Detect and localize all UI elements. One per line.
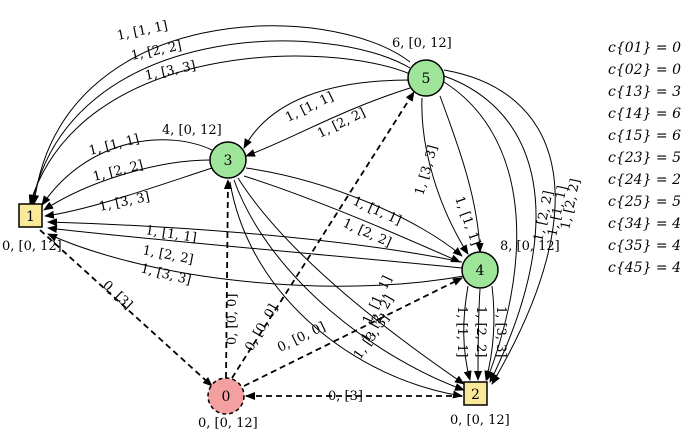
cost-item: c{01} = 0 (608, 40, 681, 56)
cost-item: c{02} = 0 (608, 62, 681, 78)
cost-item: c{14} = 6 (608, 106, 681, 122)
edge-4-1-b (47, 225, 463, 269)
node-5-shape (407, 59, 445, 97)
node-1-label: 1 (26, 209, 35, 225)
node-5-info: 6, [0, 12] (392, 36, 452, 51)
edge-5-2-b (443, 75, 537, 383)
edge-3-1-c (44, 167, 213, 219)
node-0-label: 0 (222, 389, 231, 405)
node-3-info: 4, [0, 12] (162, 123, 222, 138)
edge-1-0 (39, 229, 213, 387)
node-5-label: 5 (422, 71, 431, 87)
edge-3-2-c (229, 181, 463, 399)
edge-label: 1, [2, 2] (315, 106, 368, 142)
edges-5-2 (443, 69, 556, 385)
node-4-label: 4 (476, 263, 485, 279)
edge-label: 1, [1, 1] (454, 306, 469, 358)
edge-5-2-a (443, 69, 556, 385)
edge-5-3-b (245, 87, 411, 157)
edge-3-2-b (233, 179, 465, 391)
node-1-info: 0, [0, 12] (2, 239, 62, 254)
node-4: 4 8, [0, 12] (461, 239, 560, 289)
edges-dashed (39, 91, 463, 400)
edge-label: 1, [2, 2] (473, 306, 488, 358)
cost-list: c{01} = 0 c{02} = 0 c{13} = 3 c{14} = 6 … (608, 40, 681, 276)
edges-5-4 (421, 95, 484, 255)
edges-4-2 (463, 285, 495, 381)
edge-3-2-a (237, 177, 465, 385)
node-3-label: 3 (224, 153, 233, 169)
edge-label: 1, [1, 1] (144, 223, 197, 246)
edge-label: 1, [3, 3] (98, 190, 151, 215)
edge-4-2-c (484, 285, 495, 381)
node-2-info: 0, [0, 12] (450, 413, 510, 428)
cost-item: c{35} = 4 (608, 238, 681, 254)
node-2-label: 2 (471, 387, 480, 403)
edges-5-3 (243, 79, 411, 157)
edges-4-1 (47, 218, 465, 287)
node-3: 3 4, [0, 12] (162, 123, 247, 179)
edge-label: 1, [1, 1] (451, 194, 483, 248)
cost-item: c{15} = 6 (608, 128, 681, 144)
edge-labels: 1, [1, 1] 1, [2, 2] 1, [3, 3] 1, [1, 1] … (87, 19, 583, 404)
edges-3-1 (41, 139, 213, 219)
node-0: 0 0, [0, 12] (198, 377, 258, 431)
edge-0-3 (223, 179, 232, 379)
edge-3-4-a (245, 167, 463, 257)
edge-label: 0, [0, 0] (225, 294, 240, 346)
edge-label: 1, [1, 1] (116, 19, 169, 44)
edge-5-4-a (421, 97, 469, 255)
edge-0-5 (231, 91, 415, 379)
cost-item: c{24} = 2 (608, 172, 681, 188)
edge-4-1-c (47, 233, 465, 287)
node-0-info: 0, [0, 12] (198, 416, 258, 431)
edge-5-3-a (243, 79, 411, 149)
node-1-shape (18, 203, 43, 228)
node-4-info: 8, [0, 12] (500, 239, 560, 254)
edge-label: 1, [3, 3] (493, 306, 508, 358)
cost-item: c{13} = 3 (608, 84, 681, 100)
edges-3-2 (229, 177, 465, 399)
edge-label: 1, [1, 1] (87, 132, 141, 159)
edge-4-2-b (474, 288, 483, 381)
edge-label: 0, [3] (99, 278, 135, 313)
edge-label: 1, [2, 2] (91, 158, 145, 185)
edge-4-1-a (47, 218, 463, 263)
edge-5-1-c (28, 55, 411, 205)
edge-label: 0, [0, 0] (275, 320, 328, 356)
edge-label: 1, [2, 2] (130, 39, 183, 64)
edge-5-1-b (29, 40, 411, 205)
edge-5-4-b (439, 95, 484, 253)
edge-0-4 (243, 277, 463, 387)
cost-item: c{25} = 5 (608, 194, 681, 210)
edge-label: 0, [3] (328, 389, 363, 404)
edge-label: 0, [0, 0] (242, 302, 281, 354)
edge-3-4-b (243, 175, 461, 263)
node-4-shape (461, 251, 499, 289)
node-2: 2 0, [0, 12] (450, 381, 510, 428)
edge-label: 1, [3, 3] (144, 59, 197, 84)
edges-5-1 (28, 25, 411, 205)
cost-item: c{45} = 4 (608, 260, 681, 276)
edge-3-1-a (41, 139, 213, 206)
edges-3-4 (243, 167, 463, 263)
edge-4-2-a (463, 285, 472, 381)
cost-item: c{34} = 4 (608, 216, 681, 232)
edge-3-1-b (43, 159, 211, 211)
node-5: 5 6, [0, 12] (392, 36, 452, 97)
edge-5-1-a (31, 25, 411, 205)
node-0-shape (207, 377, 245, 415)
edge-5-2-c (443, 81, 518, 381)
node-3-shape (209, 141, 247, 179)
node-1: 1 0, [0, 12] (2, 203, 62, 254)
cost-item: c{23} = 5 (608, 150, 681, 166)
node-2-shape (463, 381, 488, 406)
